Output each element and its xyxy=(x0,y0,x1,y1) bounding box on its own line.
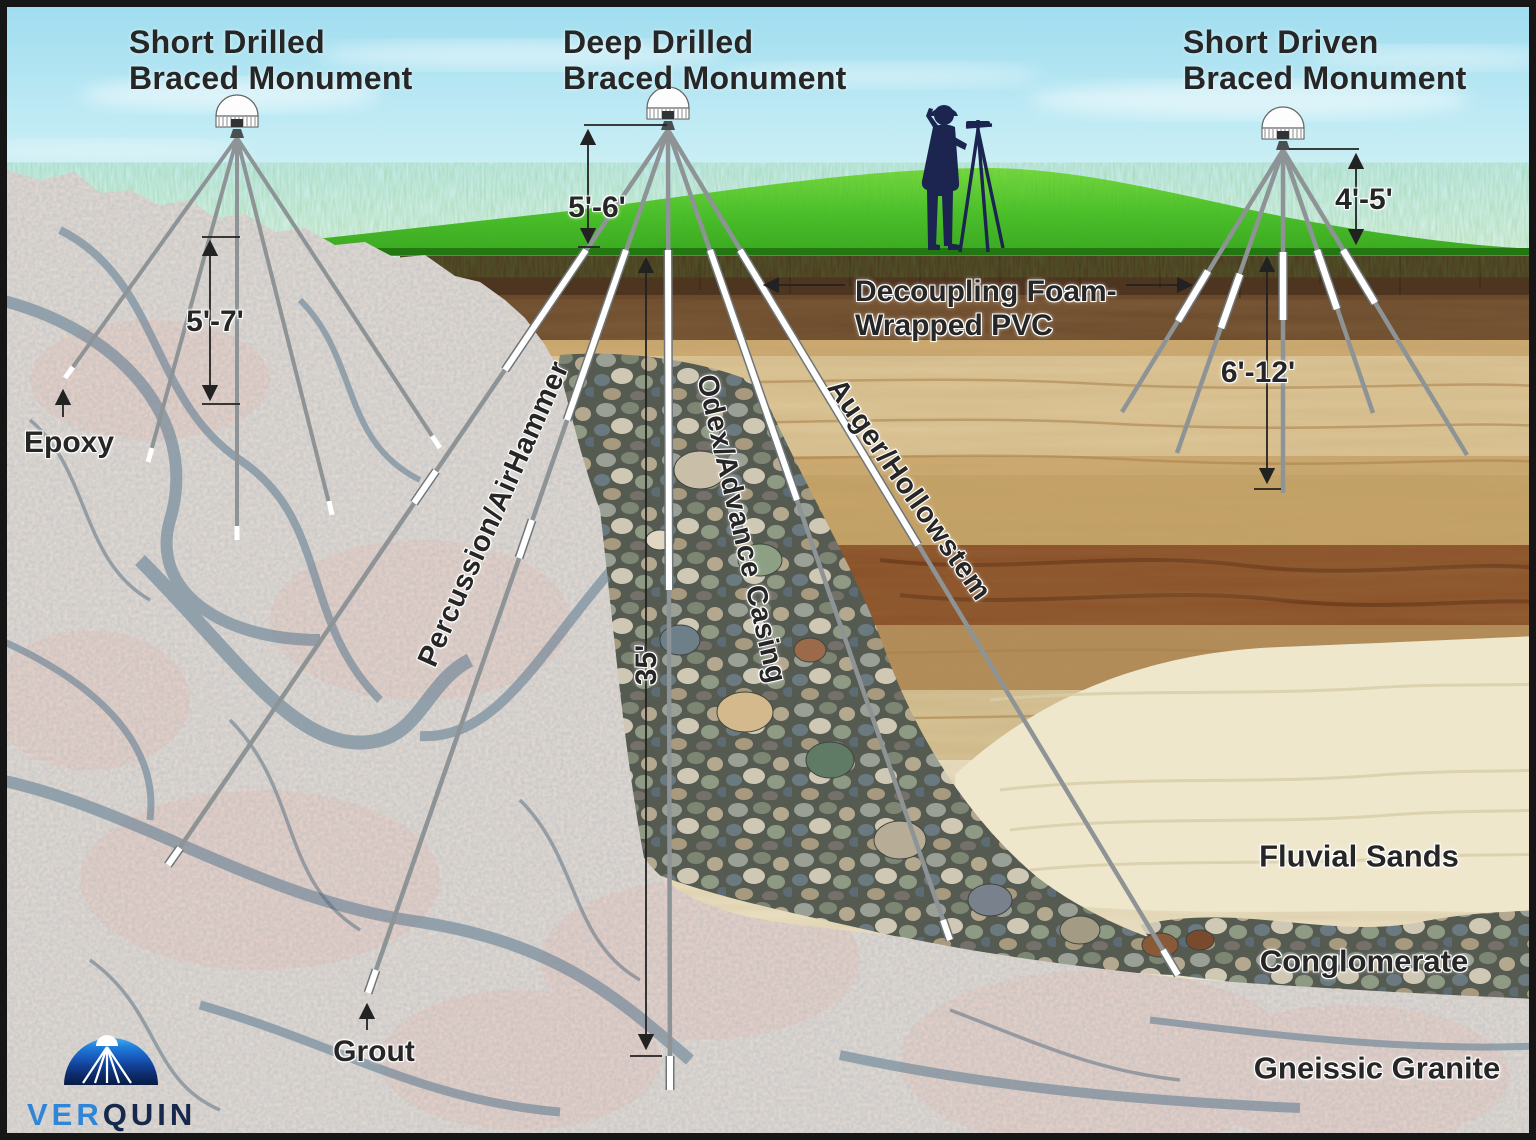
surveyor-silhouette xyxy=(921,105,1005,253)
monument-short-drilled xyxy=(62,94,443,540)
scene-graphic xyxy=(7,7,1529,1133)
grass-hill xyxy=(7,167,1529,272)
logo-text-quin: QUIN xyxy=(102,1097,197,1132)
dimension-lines xyxy=(54,124,1365,1057)
monument-short-driven xyxy=(1120,106,1469,493)
logo-dome-icon xyxy=(64,1035,158,1085)
logo-text-ver: VER xyxy=(27,1097,103,1132)
logo-wordmark: VERQUIN xyxy=(27,1097,196,1133)
conglomerate-band xyxy=(1140,910,1529,1000)
monument-deep-drilled xyxy=(164,86,1182,1091)
clouds xyxy=(7,41,1529,160)
gravel-wedge xyxy=(556,353,1237,978)
